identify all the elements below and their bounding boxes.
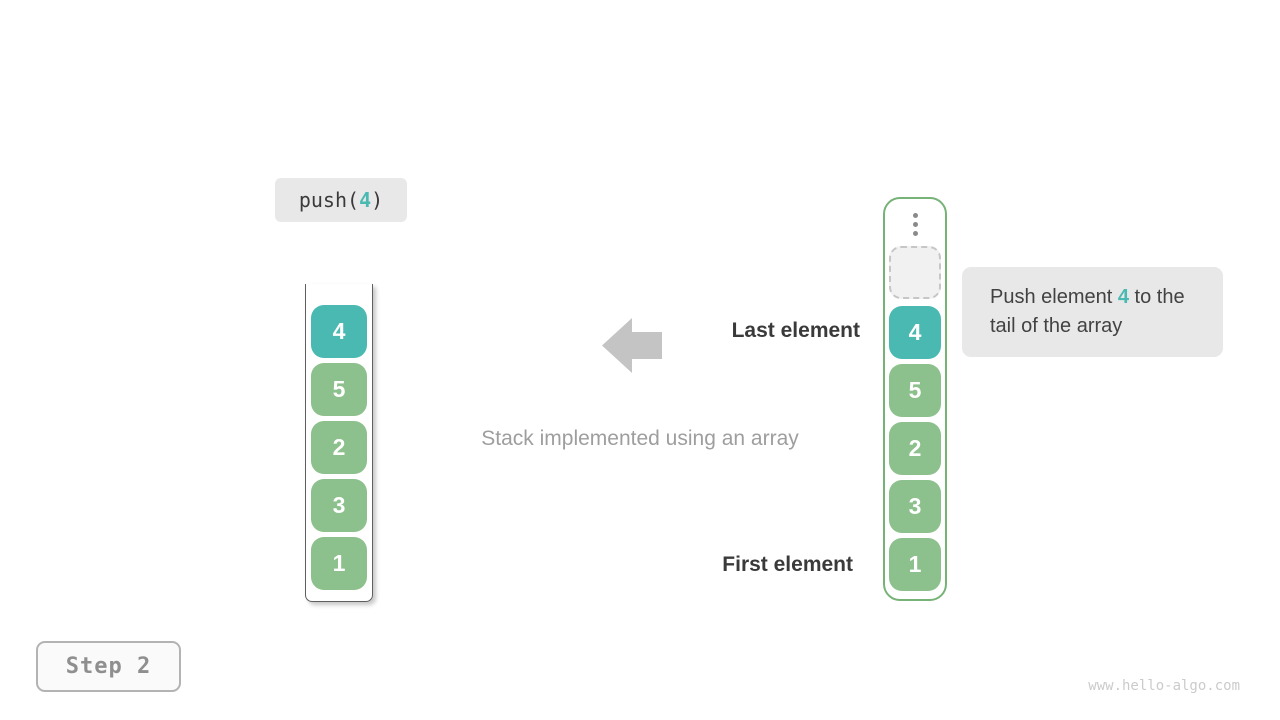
last-element-label: Last element: [731, 319, 860, 342]
left-arrow-icon: [602, 318, 662, 373]
stack-cell: 2: [889, 422, 941, 475]
operation-arg: 4: [359, 188, 372, 212]
empty-array-slot: [889, 246, 941, 299]
caption-label: Stack implemented using an array: [481, 427, 799, 450]
tooltip-text-after: to the tail of the array: [990, 286, 1185, 337]
operation-fn: push(: [298, 188, 360, 212]
tooltip: Push element 4 to the tail of the array: [962, 267, 1223, 357]
tooltip-text-before: Push element: [990, 286, 1118, 308]
tooltip-highlight: 4: [1117, 286, 1129, 308]
stack-cell: 5: [311, 363, 367, 416]
stack-cell: 2: [311, 421, 367, 474]
step-badge: Step 2: [36, 641, 181, 692]
first-element-label: First element: [722, 553, 853, 576]
operation-close: ): [371, 188, 384, 212]
stack-cell: 1: [311, 537, 367, 590]
stack-cell: 3: [311, 479, 367, 532]
stack-cell: 5: [889, 364, 941, 417]
operation-badge: push(4): [275, 178, 407, 222]
stack-cell: 3: [889, 480, 941, 533]
tooltip-text: Push element 4 to the tail of the array: [990, 283, 1196, 341]
watermark-url: www.hello-algo.com: [1088, 678, 1240, 694]
stack-cell: 4: [311, 305, 367, 358]
stack-cell: 1: [889, 538, 941, 591]
stack-cell: 4: [889, 306, 941, 359]
ellipsis-icon: [912, 213, 918, 236]
